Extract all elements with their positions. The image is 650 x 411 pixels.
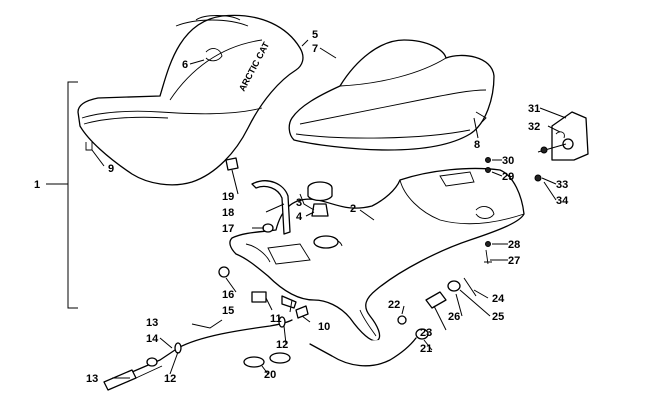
seat-assembly: ARCTIC CAT [77,14,304,186]
nut-28 [485,241,491,247]
callout-13b: 13 [86,373,98,385]
callout-10: 10 [318,321,330,333]
part-26 [447,280,461,292]
nut-16 [218,266,230,278]
callout-12b: 12 [276,339,288,351]
callout-5: 5 [312,29,318,41]
callout-25: 25 [492,311,504,323]
washer-29 [485,167,491,173]
clamp-20a [243,356,265,368]
callout-6: 6 [182,59,188,71]
seat-cover [288,39,495,151]
callout-3: 3 [296,197,302,209]
callout-33: 33 [556,179,568,191]
callout-28: 28 [508,239,520,251]
callout-34: 34 [556,195,569,207]
leader-lines [91,39,567,379]
screw-27 [484,249,492,265]
bracket-11 [281,295,297,309]
callout-20: 20 [264,369,276,381]
callout-8: 8 [474,139,480,151]
callout-27: 27 [508,255,520,267]
callout-17: 17 [222,223,234,235]
fuel-line [103,316,293,391]
cable-end-21 [415,328,429,340]
callout-1: 1 [34,179,40,191]
callout-11: 11 [270,313,282,325]
callout-7: 7 [312,43,318,55]
block-15 [251,291,267,303]
washer-22 [397,315,407,325]
callout-23: 23 [420,327,432,339]
callout-30: 30 [502,155,514,167]
callout-22: 22 [388,299,400,311]
screw-24 [463,277,477,297]
vent-cap [225,157,239,171]
seat-base-tank [229,167,525,342]
callout-13a: 13 [146,317,158,329]
clamp-20b [269,352,291,364]
grommet-17 [262,223,274,233]
vent-hose [251,180,291,235]
callout-4: 4 [296,211,303,223]
callout-24: 24 [492,293,505,305]
clip-9-shape [85,142,93,151]
cable-21 [309,337,417,367]
callout-14: 14 [146,333,159,345]
assembly-bracket [67,81,78,309]
nut-30 [485,157,491,163]
callout-15: 15 [222,305,234,317]
callout-9: 9 [108,163,114,175]
callout-21: 21 [420,343,432,355]
callout-2: 2 [350,203,356,215]
bracket-assembly [534,111,589,182]
callout-19: 19 [222,191,234,203]
callout-32: 32 [528,121,540,133]
callout-16: 16 [222,289,234,301]
callout-18: 18 [222,207,234,219]
fitting-10 [295,305,309,319]
callout-labels: 1 2 3 4 5 6 7 8 9 10 11 12 12 13 13 14 1… [34,29,569,385]
fuel-cap [307,181,333,217]
callout-29: 29 [502,171,514,183]
callout-26: 26 [448,311,460,323]
knob-23 [425,291,447,309]
callout-12a: 12 [164,373,176,385]
callout-31: 31 [528,103,540,115]
